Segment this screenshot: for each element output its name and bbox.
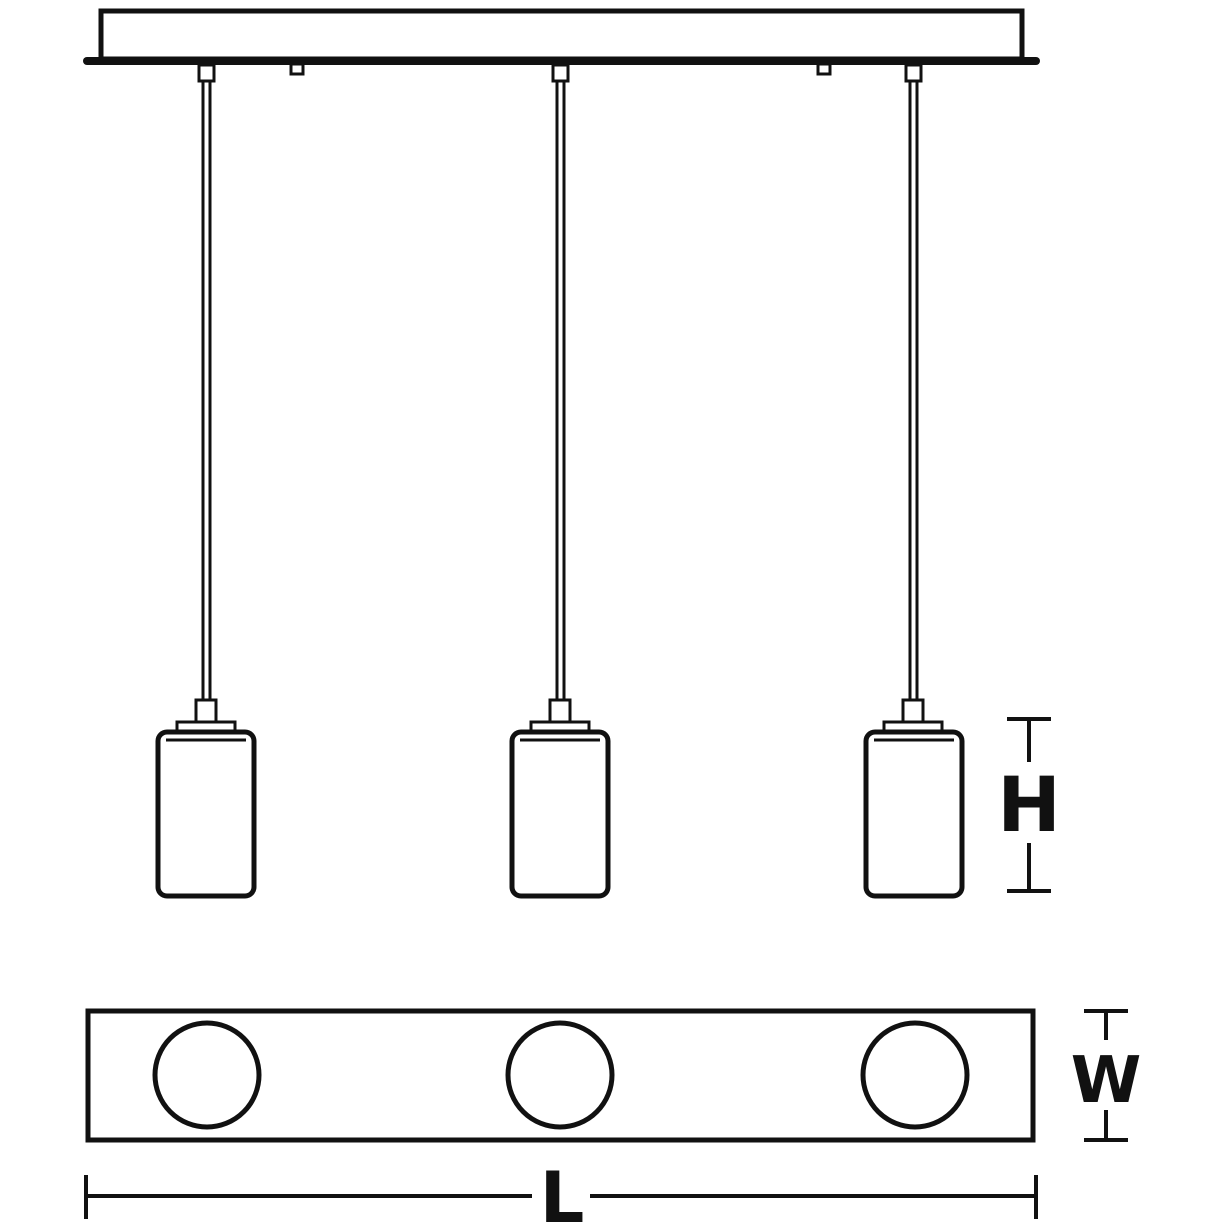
pendant-3-socket: [901, 698, 925, 724]
pendant-3-shade: [863, 729, 965, 899]
pendant-1-cord-grip: [197, 63, 216, 83]
top-view: [85, 1008, 1036, 1143]
canopy: [83, 8, 1040, 76]
canopy-screw-right: [816, 62, 832, 76]
height-label: H: [997, 760, 1061, 849]
width-label: W: [1071, 1044, 1142, 1118]
length-label: L: [540, 1157, 585, 1232]
canopy-screw-left: [289, 62, 305, 76]
top-view-shade-2: [505, 1020, 615, 1130]
canopy-body: [98, 8, 1025, 62]
top-view-shade-3: [860, 1020, 970, 1130]
pendant-2-socket: [548, 698, 572, 724]
pendant-1-socket: [194, 698, 218, 724]
pendant-2-cord-grip: [551, 63, 570, 83]
pendant-1: [155, 63, 257, 899]
pendant-1-shade: [155, 729, 257, 899]
height-dimension: [1007, 717, 1051, 893]
top-view-canopy: [85, 1008, 1036, 1143]
pendant-2: [509, 63, 611, 899]
pendant-3: [863, 63, 965, 899]
length-dimension: [84, 1175, 1038, 1219]
pendant-2-shade: [509, 729, 611, 899]
width-dimension: [1084, 1009, 1128, 1142]
pendant-3-cord-grip: [904, 63, 923, 83]
top-view-shade-1: [152, 1020, 262, 1130]
